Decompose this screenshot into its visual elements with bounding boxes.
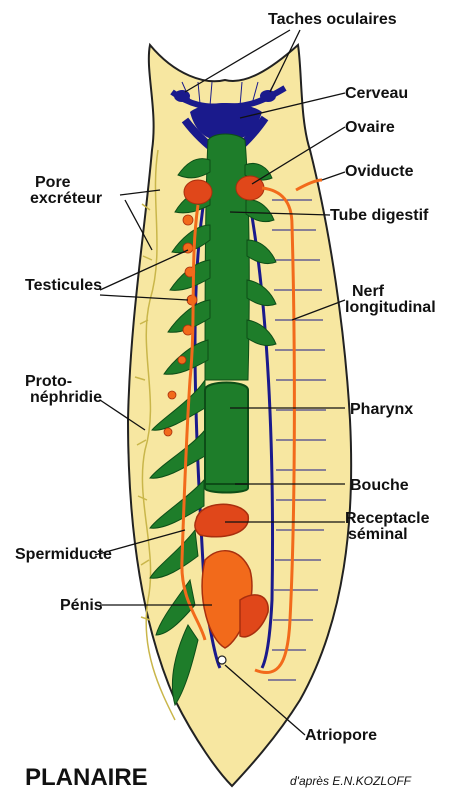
ovary-left xyxy=(184,180,212,204)
atriopore-opening xyxy=(218,656,226,664)
label-nerf-line1: Nerf xyxy=(352,283,385,300)
label-bouche: Bouche xyxy=(350,477,409,494)
label-nerf-line2: longitudinal xyxy=(345,299,436,316)
label-pore-line1: Pore xyxy=(35,174,71,191)
label-proto-line2: néphridie xyxy=(30,389,102,406)
pharynx xyxy=(205,383,248,493)
label-taches-oculaires: Taches oculaires xyxy=(268,11,397,28)
label-testicules: Testicules xyxy=(25,277,102,294)
eye-spot-left xyxy=(174,90,190,102)
diagram-title: PLANAIRE xyxy=(25,764,148,791)
label-oviducte: Oviducte xyxy=(345,163,414,180)
label-tube-digestif: Tube digestif xyxy=(330,207,429,224)
label-ovaire: Ovaire xyxy=(345,119,395,136)
eye-spot-right xyxy=(260,90,276,102)
label-receptacle-line1: Receptacle xyxy=(345,510,430,527)
label-atriopore: Atriopore xyxy=(305,727,377,744)
label-cerveau: Cerveau xyxy=(345,85,408,102)
label-pharynx: Pharynx xyxy=(350,401,413,418)
label-proto-line1: Proto- xyxy=(25,373,72,390)
label-pore-line2: excréteur xyxy=(30,190,102,207)
credit-note: d'après E.N.KOZLOFF xyxy=(290,774,412,788)
label-penis: Pénis xyxy=(60,597,103,614)
label-spermiducte: Spermiducte xyxy=(15,546,112,563)
seminal-receptacle xyxy=(195,504,249,536)
label-receptacle-line2: séminal xyxy=(348,526,408,543)
